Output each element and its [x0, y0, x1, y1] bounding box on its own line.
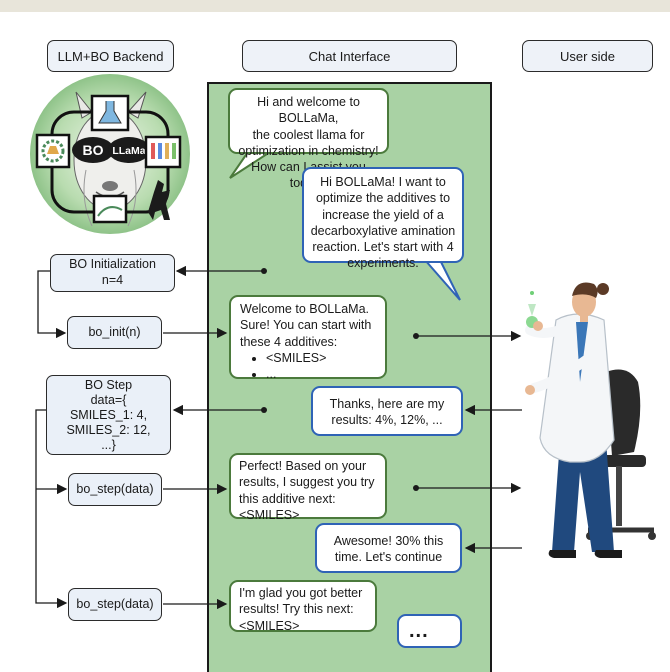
chart-icon — [92, 194, 128, 224]
bo-step-call-2: bo_step(data) — [76, 596, 154, 611]
bo-step-line: SMILES_2: 12, — [66, 422, 151, 437]
message-line: results: 4%, 12%, ... — [331, 413, 443, 428]
bo-init-call: bo_init(n) — [88, 324, 141, 339]
trousers — [552, 440, 614, 552]
flask-held-icon — [526, 291, 538, 328]
message-line: <SMILES> — [239, 507, 300, 522]
assistant-message-init: Welcome to BOLLaMa. Sure! You can start … — [229, 295, 387, 381]
bo-init-box: BO Initialization n=4 — [50, 254, 175, 292]
ellipsis: ... — [409, 620, 429, 642]
header-backend: LLM+BO Backend — [47, 40, 174, 72]
message-line: Hi BOLLaMa! I want to — [320, 175, 446, 189]
bo-step-line: data={ — [90, 392, 127, 407]
message-line: Thanks, here are my — [329, 397, 445, 411]
lab-coat — [539, 313, 615, 463]
additive-list: <SMILES> ... — [240, 350, 376, 383]
message-line: I'm glad you got better — [239, 586, 363, 600]
message-line: the coolest llama for — [252, 127, 365, 142]
message-line: Welcome to BOLLaMa. — [240, 302, 369, 316]
bo-step-line: SMILES_1: 4, — [69, 407, 148, 422]
header-chat: Chat Interface — [242, 40, 457, 72]
sunglasses-icon: BO LLaMa — [72, 137, 150, 163]
message-line: Awesome! 30% this — [333, 534, 444, 548]
message-line: this additive next: — [239, 491, 336, 506]
message-line: optimization in chemistry! — [238, 143, 379, 158]
bo-step-call-box-2: bo_step(data) — [68, 588, 162, 621]
message-line: results! Try this next: — [239, 602, 354, 617]
assistant-message-suggestion: Perfect! Based on your results, I sugges… — [229, 453, 387, 522]
user-message-results: Thanks, here are my results: 4%, 12%, ..… — [311, 386, 463, 436]
message-line: experiments. — [347, 256, 419, 271]
list-item: ... — [266, 366, 376, 382]
assistant-message-greeting: Hi and welcome to BOLLaMa, the coolest l… — [228, 88, 389, 190]
message-line: results, I suggest you try — [239, 475, 375, 490]
user-message-continue: Awesome! 30% this time. Let's continue — [315, 523, 462, 573]
user-message-request: Hi BOLLaMa! I want to optimize the addit… — [302, 167, 464, 270]
llama-icon — [73, 91, 147, 227]
list-item: <SMILES> — [266, 350, 376, 366]
bo-step-call-1: bo_step(data) — [76, 481, 154, 496]
message-line: Sure! You can start with — [240, 318, 372, 333]
message-line: Hi and welcome to BOLLaMa, — [257, 95, 360, 126]
logo-text-bo: BO — [83, 142, 104, 158]
message-line: these 4 additives: — [240, 334, 338, 349]
message-line: decarboxylative amination — [310, 223, 456, 238]
gear-flask-icon — [35, 133, 71, 169]
bo-step-line: ...} — [101, 437, 116, 452]
assistant-message-next: I'm glad you got better results! Try thi… — [229, 580, 377, 633]
bo-step-box: BO Step data={ SMILES_1: 4, SMILES_2: 12… — [46, 375, 171, 455]
flask-icon — [90, 94, 130, 132]
message-line: optimize the additives to — [315, 191, 451, 206]
test-tubes-icon — [144, 135, 182, 169]
llama-silhouette-icon — [148, 180, 170, 220]
top-strip — [0, 0, 670, 12]
message-line: <SMILES> — [239, 618, 300, 633]
logo-text-llama: LLaMa — [112, 145, 145, 157]
bo-init-n: n=4 — [101, 273, 124, 287]
bo-init-call-box: bo_init(n) — [67, 316, 162, 349]
bo-step-line: BO Step — [84, 377, 133, 392]
head — [572, 282, 609, 322]
message-line: reaction. Let's start with 4 — [312, 240, 454, 254]
bo-init-title: BO Initialization — [69, 257, 156, 272]
user-message-typing: ... — [397, 614, 462, 648]
header-user: User side — [522, 40, 653, 72]
chair-icon — [586, 369, 656, 540]
bo-step-call-box-1: bo_step(data) — [68, 473, 162, 506]
message-line: Perfect! Based on your — [239, 459, 367, 473]
message-line: time. Let's continue — [334, 550, 443, 565]
message-line: increase the yield of a — [322, 207, 444, 222]
